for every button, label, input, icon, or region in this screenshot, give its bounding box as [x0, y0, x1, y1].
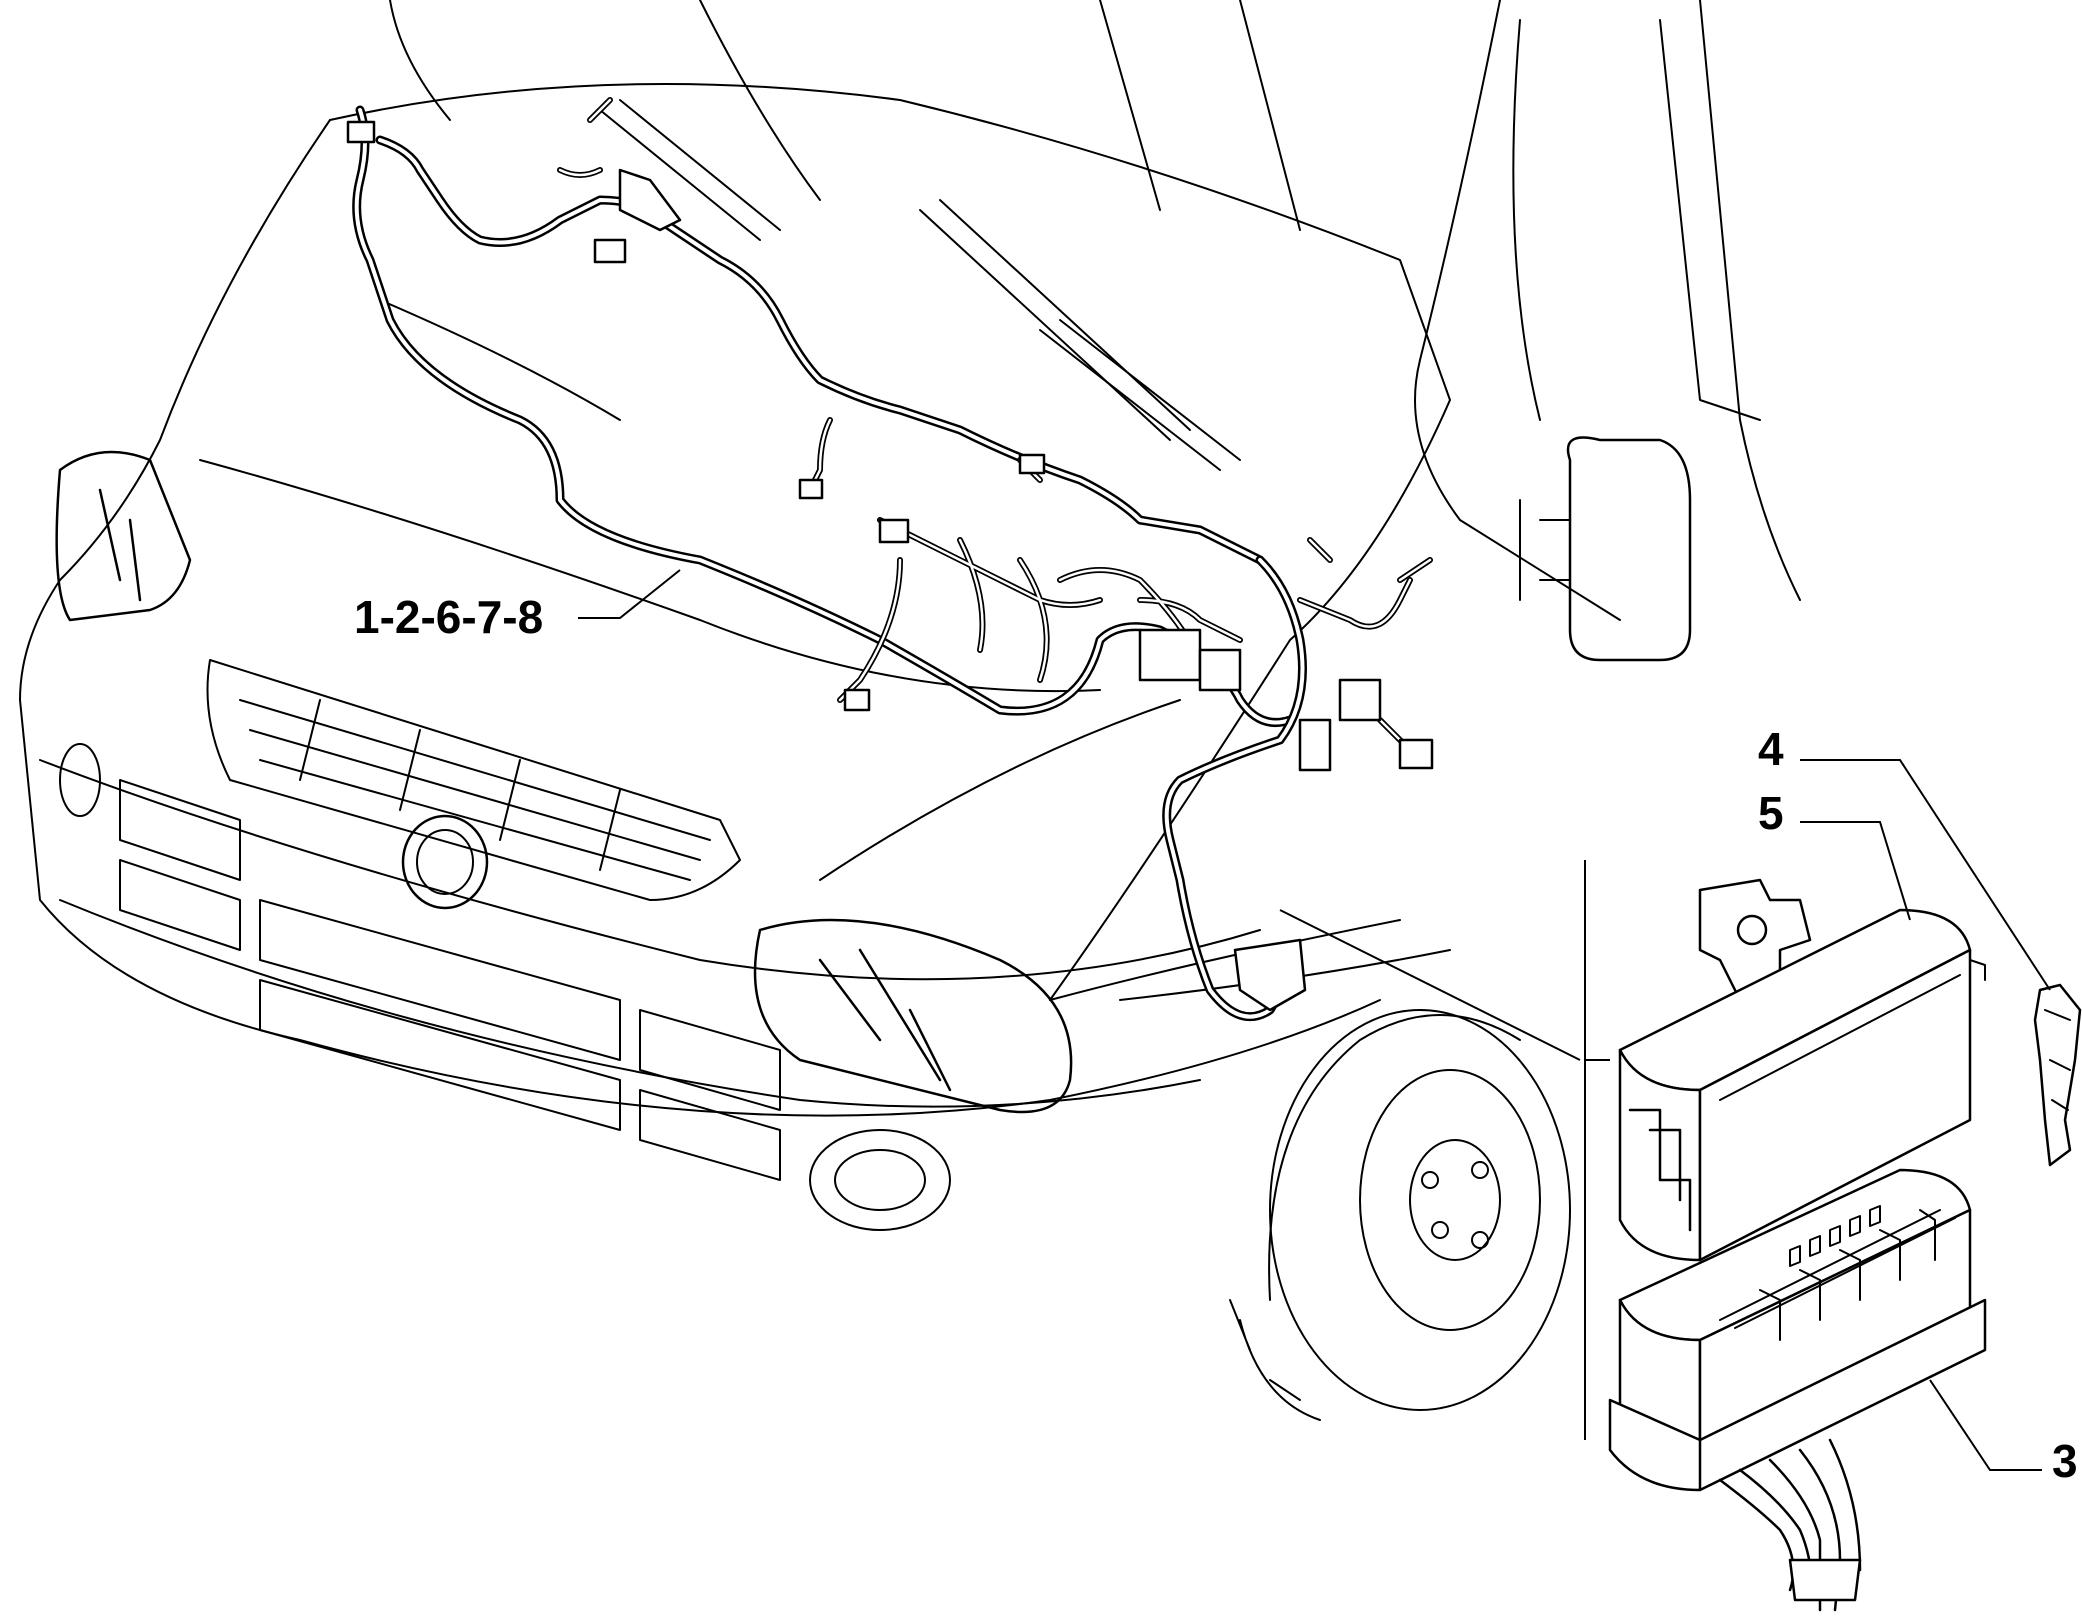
separator-bracket: [1584, 860, 1610, 1440]
lower-intake-center: [259, 899, 621, 1131]
leader-3: [1929, 1379, 2042, 1471]
hood-outline: [329, 83, 1451, 1001]
fuse-box-cover-icon: [1618, 878, 1986, 1262]
connector-bracket-m: [618, 168, 682, 232]
hood-crease-1: [379, 299, 621, 421]
lower-intake-right: [639, 1009, 781, 1181]
connector-b: [593, 238, 627, 264]
connector-block-i: [1338, 678, 1382, 722]
callout-3: 3: [2052, 1435, 2078, 1487]
callout-harness-parts: 1-2-6-7-8: [354, 591, 544, 643]
wheel-nut-4: [1471, 1231, 1489, 1249]
connector-c: [878, 518, 910, 544]
window-frame: [1512, 19, 1761, 421]
wiper-right: [1039, 319, 1241, 471]
harness-center-tangle-core: [838, 518, 1422, 762]
connector-bracket-l: [1233, 938, 1307, 1012]
connector-block-g: [1138, 628, 1202, 682]
wiper-left: [599, 99, 1191, 441]
fuse-box-cables: [1718, 1438, 1862, 1612]
headlight-left: [55, 450, 192, 622]
callout-5: 5: [1758, 787, 1784, 839]
front-fascia: [19, 579, 1381, 1117]
lower-intake-left: [119, 779, 241, 951]
connector-f: [1018, 453, 1046, 475]
harness-connector-leads-core: [558, 98, 1432, 582]
grille-frame: [206, 659, 741, 901]
leader-harness: [578, 569, 681, 619]
harness-upper-branch-core: [378, 138, 1262, 562]
front-tyre: [1269, 1009, 1571, 1411]
leader-fusebox-location: [1279, 909, 1581, 1061]
clip-detail: [2044, 1009, 2071, 1111]
wheel-arch: [1268, 1014, 1521, 1301]
fuse-row: [1789, 1205, 1881, 1267]
windscreen-frame: [389, 0, 1301, 231]
cover-tab-hole: [1736, 914, 1768, 946]
wheel-rim: [1359, 1069, 1541, 1331]
hood-front-edge: [199, 459, 1101, 693]
cover-edge-lines: [1719, 959, 1986, 1101]
headlight-glint: [98, 488, 952, 1092]
leader-4: [1800, 759, 2051, 991]
tyre-tread: [1229, 1299, 1321, 1421]
brand-badge-inner: [416, 829, 474, 895]
connector-k: [1398, 738, 1434, 770]
wheel-nut-2: [1471, 1161, 1489, 1179]
mirror-arm: [1519, 499, 1571, 601]
grille-bars: [239, 699, 711, 881]
connector-d: [798, 478, 824, 500]
fuse-box-icon: [1608, 1168, 1987, 1612]
wheel-nut-3: [1431, 1221, 1449, 1239]
connector-block-h: [1198, 648, 1242, 692]
connector-e: [843, 688, 871, 712]
retaining-clip-icon: [2033, 983, 2082, 1167]
harness-connector-leads: [557, 97, 1433, 583]
leader-lines: [578, 569, 2051, 1471]
wiring-harness-icon: [346, 97, 1434, 1022]
brand-badge: [401, 814, 489, 910]
wheel-hub: [1409, 1139, 1501, 1261]
bumper-bottom: [59, 899, 1201, 1108]
van-front-outline-icon: [19, 0, 1801, 1421]
door-frame: [1414, 0, 1801, 621]
connector-a: [346, 120, 376, 144]
hood-crease-2: [819, 699, 1181, 881]
callout-4: 4: [1758, 723, 1784, 775]
cover-body-side: [1698, 948, 1972, 1262]
hood-left-edge: [59, 119, 331, 581]
connector-block-j: [1298, 718, 1332, 772]
harness-center-tangle: [837, 517, 1423, 763]
fog-light-left: [59, 743, 101, 817]
cable-sleeve: [1788, 1558, 1862, 1602]
fog-light-right: [809, 1129, 951, 1231]
cover-latch: [1628, 1108, 1692, 1232]
bumper-top: [39, 759, 1261, 981]
headlight-right: [753, 918, 1073, 1114]
clip-body: [2033, 983, 2082, 1167]
fuse-box-base: [1608, 1298, 1987, 1492]
wheel-nut-1: [1421, 1171, 1439, 1189]
fog-light-right-lens: [834, 1149, 926, 1211]
leader-5: [1800, 821, 1911, 921]
side-mirror: [1566, 436, 1692, 662]
cover-mounting-tab: [1698, 878, 1812, 1002]
harness-right-branch-core: [1164, 558, 1305, 1019]
fuse-slots: [1719, 1209, 1956, 1341]
